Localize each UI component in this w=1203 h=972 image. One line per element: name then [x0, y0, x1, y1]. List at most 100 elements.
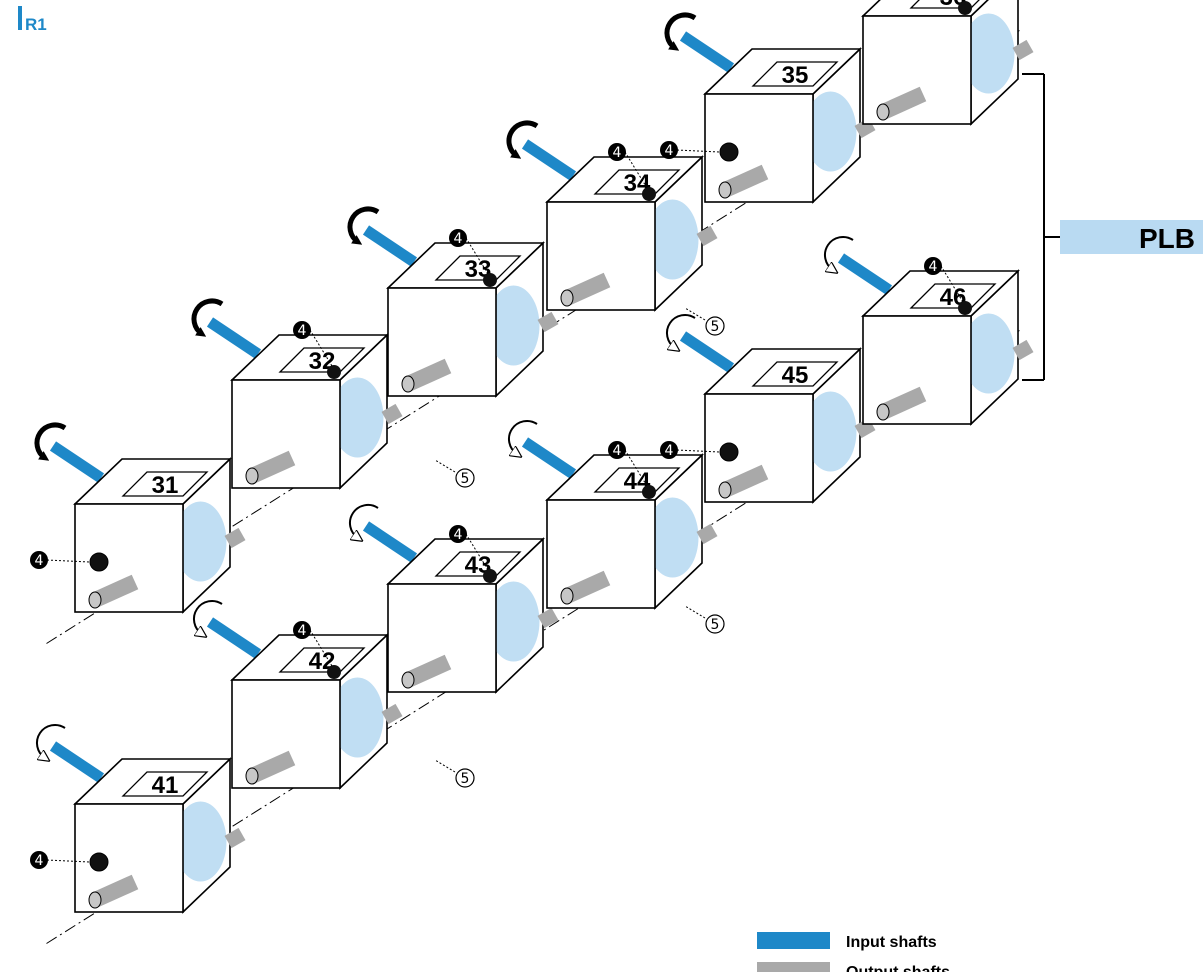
output-shaft-end: [401, 375, 415, 393]
output-shaft-end: [718, 181, 732, 199]
callout-marker: [30, 551, 48, 569]
unit-number-label: 31: [152, 472, 179, 499]
callout-marker: [608, 441, 626, 459]
side-shaft-stub: [696, 523, 718, 545]
output-shaft: [91, 574, 139, 608]
output-shaft: [91, 874, 139, 908]
callout-marker: [293, 621, 311, 639]
input-shaft: [49, 441, 105, 483]
nameplate: [278, 347, 366, 373]
input-shaft: [362, 225, 418, 267]
output-shaft-end: [560, 289, 574, 307]
side-shaft-stub: [224, 527, 246, 549]
bearing-highlight: [646, 199, 699, 280]
callout-marker: [608, 143, 626, 161]
input-shaft: [49, 741, 105, 783]
nameplate: [593, 169, 681, 195]
callout-number: 4: [35, 853, 44, 869]
input-shaft: [679, 331, 735, 373]
input-shaft: [521, 139, 577, 181]
bearing-highlight: [331, 377, 384, 458]
nameplate: [434, 255, 522, 281]
side-shaft-stub: [1012, 339, 1034, 361]
bearing-highlight: [804, 91, 857, 172]
output-shaft-end: [876, 103, 890, 121]
output-shaft: [404, 358, 452, 392]
output-shaft: [404, 654, 452, 688]
rotation-arrow-icon: [666, 313, 696, 348]
side-shaft-stub: [854, 417, 876, 439]
output-shaft-end: [560, 587, 574, 605]
callout-number-outline: 5: [461, 771, 470, 787]
callout-number: 4: [929, 259, 938, 275]
vent-plug: [642, 187, 656, 201]
drain-plug: [89, 552, 109, 572]
vent-plug: [642, 485, 656, 499]
callout-marker: [924, 257, 942, 275]
output-shaft-end: [718, 481, 732, 499]
output-shaft: [879, 386, 927, 420]
vent-plug: [958, 1, 972, 15]
corner-label: R1: [25, 15, 47, 34]
callout-marker-outline: [705, 614, 725, 634]
gearbox-unit-33: 334: [347, 206, 559, 398]
nameplate: [909, 283, 997, 309]
side-shaft-stub: [537, 311, 559, 333]
nameplate: [593, 467, 681, 493]
callout-marker: [293, 321, 311, 339]
callout-outlined: 5: [684, 605, 725, 634]
legend: Input shafts Output shafts: [757, 932, 950, 972]
output-shaft-end: [88, 891, 102, 909]
rotation-arrow-icon: [191, 298, 224, 337]
input-shaft: [206, 317, 262, 359]
plb-label: PLB: [1139, 223, 1195, 254]
bearing-highlight: [174, 501, 227, 582]
nameplate: [278, 647, 366, 673]
bearing-highlight: [331, 677, 384, 758]
gearbox-unit-36: 364: [861, 0, 1034, 126]
output-shaft-end: [876, 403, 890, 421]
vent-plug: [958, 301, 972, 315]
callout-marker: [449, 229, 467, 247]
output-shaft: [248, 750, 296, 784]
unit-number-label: 41: [152, 772, 179, 799]
drain-plug: [719, 442, 739, 462]
side-shaft-stub: [696, 225, 718, 247]
side-shaft-stub: [854, 117, 876, 139]
vent-plug: [483, 273, 497, 287]
side-shaft-stub: [224, 827, 246, 849]
bearing-highlight: [804, 391, 857, 472]
legend-swatch-output: [757, 962, 830, 972]
gearbox-unit-44: 444: [508, 419, 718, 610]
callout-marker-outline: [455, 768, 475, 788]
callout-number: 4: [454, 231, 463, 247]
rotation-arrow-icon: [347, 206, 380, 245]
rotation-arrow-icon: [34, 422, 67, 461]
plb-label-box: [1060, 220, 1203, 254]
callout-marker: [30, 851, 48, 869]
corner-marker: [18, 6, 22, 30]
gearbox-unit-34: 344: [506, 120, 718, 312]
callout-marker: [660, 441, 678, 459]
callout-number-outline: 5: [711, 617, 720, 633]
callout-outlined: 5: [434, 459, 475, 488]
rotation-arrow-icon: [664, 12, 697, 51]
side-shaft-stub: [381, 703, 403, 725]
rotation-arrow-icon: [349, 503, 379, 538]
nameplate: [751, 61, 839, 87]
input-shaft: [679, 31, 735, 73]
gearbox-unit-32: 324: [191, 298, 403, 490]
callout-number: 4: [613, 443, 622, 459]
output-shaft-end: [245, 767, 259, 785]
gearbox-unit-35: 354: [660, 12, 876, 204]
callout-marker-outline: [705, 316, 725, 336]
output-shaft: [563, 272, 611, 306]
callout-number: 4: [665, 443, 674, 459]
legend-label-output: Output shafts: [846, 964, 950, 972]
input-shaft: [362, 521, 418, 563]
vent-plug: [327, 665, 341, 679]
nameplate: [434, 551, 522, 577]
output-shaft-end: [401, 671, 415, 689]
output-shaft: [721, 164, 769, 198]
